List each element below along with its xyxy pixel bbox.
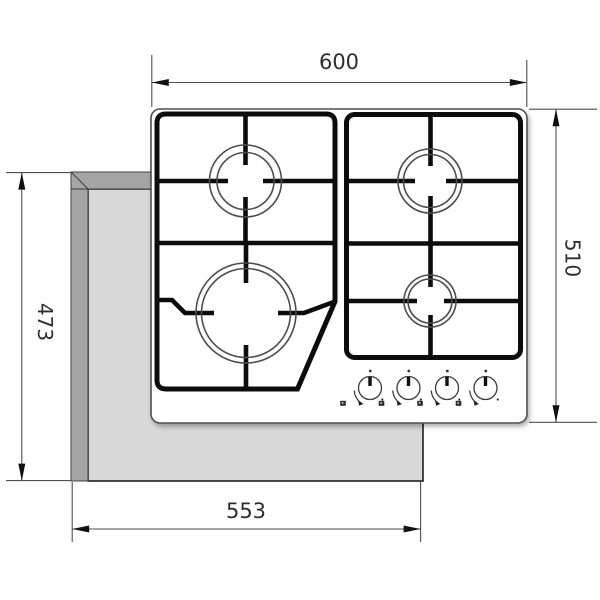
- control-knob[interactable]: [455, 369, 499, 406]
- arrow-down-icon: [18, 463, 26, 481]
- burner-front-left-large: [195, 262, 297, 364]
- right-grate-bars: [346, 114, 521, 358]
- bevel-corner-line: [70, 171, 89, 190]
- arrow-up-icon: [552, 109, 560, 127]
- hob-outline: [150, 108, 528, 424]
- left-grate: [154, 111, 338, 392]
- knob-pointer: [483, 377, 488, 386]
- knob-arc-arrow-icon: [396, 400, 402, 406]
- control-knob[interactable]: [417, 369, 461, 406]
- dim-label-right: 510: [561, 239, 585, 277]
- control-knob[interactable]: [378, 369, 422, 406]
- knob-arc-arrow-icon: [473, 400, 479, 406]
- burner-rear-left: [208, 144, 283, 218]
- right-grate-border: [344, 112, 523, 360]
- knob-dot-top: [407, 369, 411, 373]
- dimension-left-cutout-depth: 473: [6, 172, 71, 482]
- front-left-burner-arms: [157, 243, 336, 389]
- knob-dot-top: [484, 369, 488, 373]
- dim-label-left: 473: [33, 303, 57, 341]
- burner-position-icon-dot: [380, 402, 382, 404]
- knob-pointer: [406, 377, 411, 386]
- knob-dot-top: [368, 369, 372, 373]
- burner-front-right: [403, 274, 457, 328]
- right-grate: [344, 112, 523, 360]
- dim-label-top: 600: [319, 50, 359, 74]
- knob-dot-right: [419, 398, 422, 401]
- knob-pointer: [368, 377, 372, 386]
- control-knobs: [340, 369, 499, 406]
- burner-position-icon-dot: [457, 402, 459, 404]
- burner-rear-right: [397, 148, 463, 214]
- knob-pointer: [445, 377, 449, 386]
- hob-body: [150, 108, 528, 424]
- burner-position-icon-dot: [341, 402, 344, 404]
- dim-label-bottom: 553: [226, 499, 266, 523]
- knob-dot-right: [496, 398, 499, 401]
- knob-dot-right: [381, 398, 384, 401]
- knob-arc-arrow-icon: [435, 400, 441, 406]
- knob-dot-right: [458, 398, 461, 401]
- dimension-top-width: 600: [151, 50, 528, 107]
- burner-rings: [195, 144, 463, 364]
- rear-left-burner-arms: [157, 114, 335, 243]
- arrow-left-icon: [151, 79, 169, 86]
- arrow-up-icon: [18, 172, 26, 190]
- control-knob[interactable]: [340, 369, 384, 406]
- dimension-right-depth: 510: [529, 108, 597, 423]
- worktop-edge-top: [70, 171, 153, 190]
- arrow-right-icon: [403, 525, 421, 533]
- knob-arc-arrow-icon: [358, 400, 364, 406]
- burner-position-icon-dot: [418, 402, 421, 404]
- arrow-down-icon: [552, 405, 560, 423]
- arrow-left-icon: [72, 525, 90, 533]
- left-grate-border: [154, 111, 338, 392]
- worktop-edge-left: [70, 171, 89, 482]
- dimension-bottom-cutout-width: 553: [71, 482, 422, 542]
- arrow-right-icon: [509, 79, 527, 86]
- knob-dot-top: [445, 369, 449, 373]
